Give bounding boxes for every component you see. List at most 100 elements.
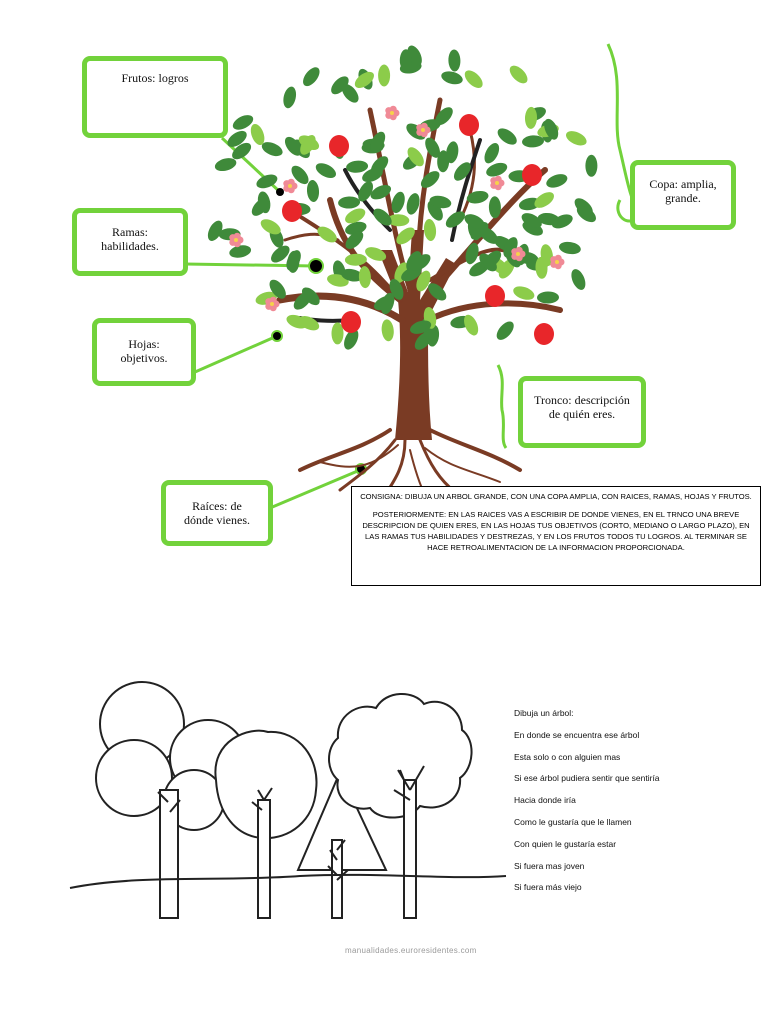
leaf-shape [284,136,302,156]
credit-text: manualidades.euroresidentes.com [345,946,477,955]
leaf-shape [416,270,431,292]
leaf-shape [524,106,538,129]
leaf-shape [464,70,483,88]
consigna-paragraph-2: POSTERIORMENTE: EN LAS RAICES VAS A ESCR… [362,510,750,552]
flower-center [421,128,425,132]
leaf-shape [271,245,290,263]
leaf-shape [423,219,437,241]
question-item: Si fuera mas joven [514,860,585,871]
question-item: Si ese árbol pudiera sentir que sentiría [514,773,660,784]
flower-center [270,302,274,306]
flower-center [516,252,520,256]
leaf-shape [286,314,308,329]
flower-petal [554,254,562,262]
leaf-shape [464,314,479,336]
leaf-shape [229,245,252,258]
leaf-shape [214,158,237,172]
leaf-shape [341,268,363,282]
leaf-shape [513,286,535,300]
leaf-shape [358,181,373,202]
leaf-shape [464,214,485,229]
leaf-shape [391,191,405,214]
leaf-shape [378,64,391,87]
leaf-shape [232,142,252,160]
leaf-shape [441,71,463,85]
leaf-shape [571,269,586,290]
leaf-shape [486,162,508,177]
leaf-shape [466,190,489,204]
label-copa-line1: Copa: amplia, [649,177,717,191]
flower-petal [389,105,397,113]
leaf-shape [445,211,465,228]
leaf-shape [331,322,344,345]
leaf-shape [344,329,359,350]
leaf-shape [497,128,517,145]
leaf-shape [300,135,316,155]
flower-petal [420,122,428,130]
consigna-box: CONSIGNA: DIBUJA UN ARBOL GRANDE, CON UN… [351,486,761,586]
leaf-shape [399,49,412,72]
leaf-shape [410,320,432,334]
leaf-shape [283,86,297,109]
leaf-shape [260,219,281,235]
leaf-shape [522,135,544,148]
flower-center [234,238,238,242]
flower-center [288,184,292,188]
label-frutos: Frutos: logros [82,56,228,138]
questions-list: Dibuja un árbol: En donde se encuentra e… [514,706,754,902]
label-raices-line2: dónde vienes. [184,513,250,527]
leaf-shape [373,208,392,226]
leaf-shape [537,291,559,304]
leaf-shape [341,83,359,103]
label-raices: Raíces: de dónde vienes. [161,480,273,546]
flower-petal [515,246,523,254]
question-item: Con quien le gustaría estar [514,838,617,849]
label-frutos-text: Frutos: logros [121,71,189,85]
leaf-shape [535,256,548,279]
leaf-shape [429,195,452,209]
leaf-shape [389,278,404,300]
flower-petal [269,296,277,304]
leaf-shape [435,107,453,126]
label-copa: Copa: amplia, grande. [630,160,736,230]
leaf-shape [358,266,371,289]
leaf-shape [534,192,554,208]
flower-center [390,111,394,115]
leaf-shape [558,241,581,255]
label-ramas-line2: habilidades. [101,239,159,253]
leaf-shape [381,319,394,342]
leaf-shape [344,253,367,266]
leaf-shape [345,221,367,235]
label-tronco: Tronco: descripción de quién eres. [518,376,646,448]
leaf-shape [331,76,349,95]
leaf-shape [286,250,301,271]
leaf-shape [370,184,392,200]
leaf-shape [387,214,410,227]
flower-petal [287,178,295,186]
question-item: Dibuja un árbol: [514,708,574,718]
leaf-shape [479,253,497,272]
leaf-shape [484,143,500,164]
question-item: En donde se encuentra ese árbol [514,729,640,740]
label-copa-line2: grande. [665,191,701,205]
leaf-shape [207,220,223,241]
leaf-shape [362,167,383,183]
leaf-shape [345,231,364,249]
leaf-shape [346,160,369,173]
question-item: Como le gustaría que le llamen [514,816,632,827]
leaf-shape [509,65,528,84]
label-hojas: Hojas: objetivos. [92,318,196,386]
flower-petal [494,175,502,183]
leaf-shape [546,174,568,188]
tree-illustration [184,43,642,510]
leaf-shape [345,208,366,224]
leaf-shape [437,150,450,173]
leaf-shape [261,142,283,157]
label-tronco-line2: de quién eres. [548,407,616,421]
leaf-shape [370,131,386,152]
leaf-shape [291,165,309,185]
leaf-shape [576,205,596,223]
leaf-shape [521,213,542,228]
label-tronco-line1: Tronco: descripción [534,393,630,407]
question-item: Esta solo o con alguien mas [514,751,621,762]
